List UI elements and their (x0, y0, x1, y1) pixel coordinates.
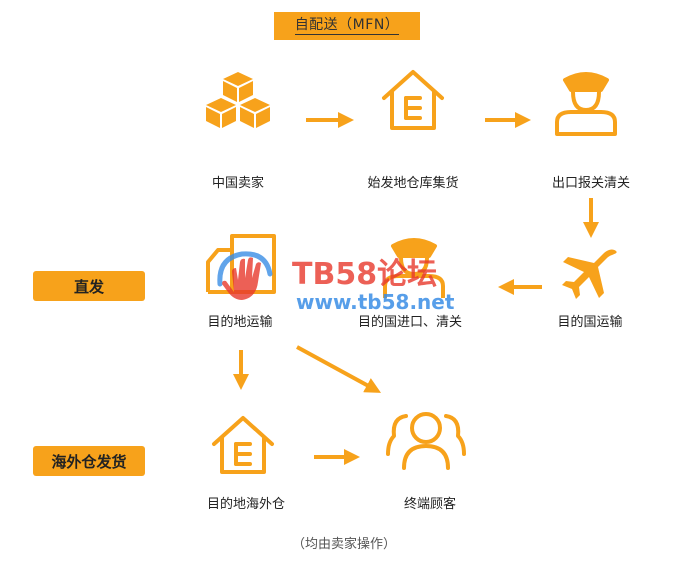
side-label-direct: 直发 (33, 271, 145, 301)
airplane-icon (562, 249, 617, 299)
overseas-warehouse-icon (212, 416, 274, 474)
footnote: （均由卖家操作） (292, 537, 397, 552)
diagram-title: 自配送（MFN） (294, 17, 400, 35)
node-label-export-customs: 出口报关清关 (551, 176, 630, 191)
node-label-import-customs: 目的国进口、清关 (357, 315, 462, 330)
customers-icon (386, 412, 466, 470)
warehouse-icon (382, 70, 444, 130)
title-banner: 自配送（MFN） (274, 12, 420, 40)
watermark-url: www.tb58.net (296, 290, 455, 314)
node-label-origin-warehouse: 始发地仓库集货 (367, 176, 459, 191)
side-label-overseas: 海外仓发货 (33, 446, 145, 476)
watermark-brand: TB58论坛 (292, 257, 438, 292)
node-label-seller: 中国卖家 (211, 176, 264, 191)
node-label-overseas-warehouse: 目的地海外仓 (206, 497, 285, 512)
import-officer-icon (383, 238, 445, 298)
customs-officer-icon (555, 72, 617, 136)
arrow-dest-to-customer (296, 345, 382, 393)
node-label-intl-transport: 目的国运输 (557, 315, 623, 330)
boxes-icon (206, 72, 270, 128)
node-label-dest-transport: 目的地运输 (207, 315, 273, 330)
node-label-end-customer: 终端顾客 (403, 497, 456, 512)
hand-logo-icon (217, 251, 273, 300)
